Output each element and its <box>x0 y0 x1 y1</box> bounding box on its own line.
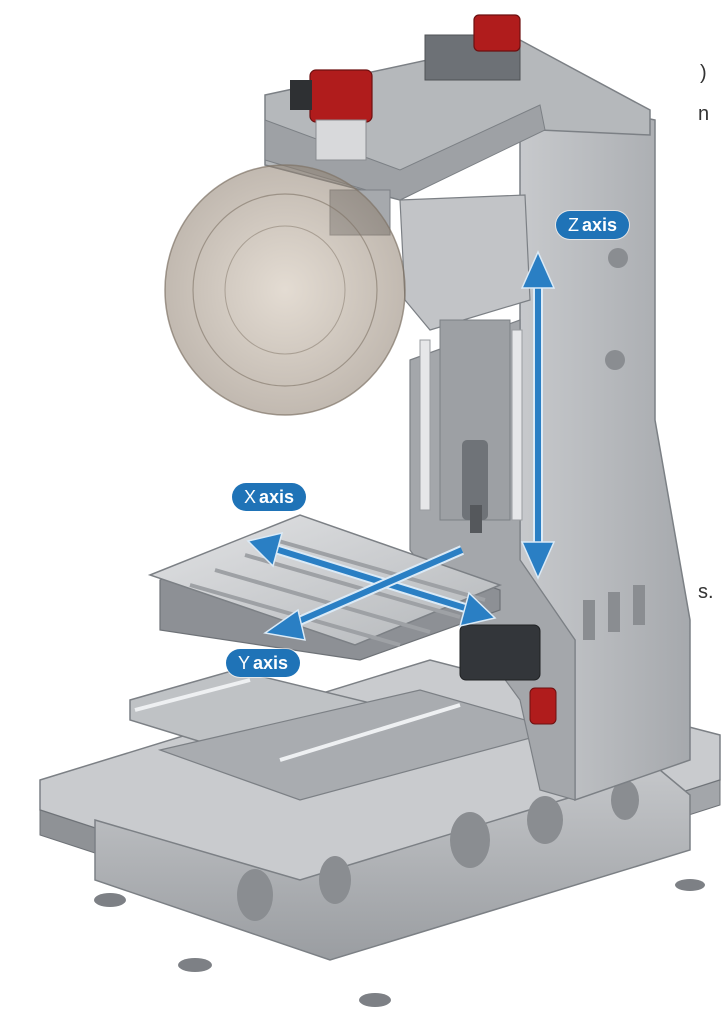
text-fragment-n: n <box>698 103 710 125</box>
worktable <box>147 514 503 661</box>
y-axis-arrow <box>263 545 464 641</box>
x-axis-arrow <box>246 531 497 628</box>
spindle-head <box>399 194 531 533</box>
y-axis-letter: Y <box>238 653 251 673</box>
x-axis-letter: X <box>244 487 257 507</box>
z-axis-word: axis <box>582 215 618 235</box>
z-axis-letter: Z <box>568 215 579 235</box>
text-fragment-s: s. <box>698 581 714 603</box>
z-axis-arrow <box>520 250 556 580</box>
x-axis-word: axis <box>259 487 295 507</box>
tool-magazine <box>164 164 406 416</box>
text-fragment-paren: ) <box>700 62 707 84</box>
y-axis-word: axis <box>253 653 289 673</box>
servo-motors <box>290 14 557 725</box>
